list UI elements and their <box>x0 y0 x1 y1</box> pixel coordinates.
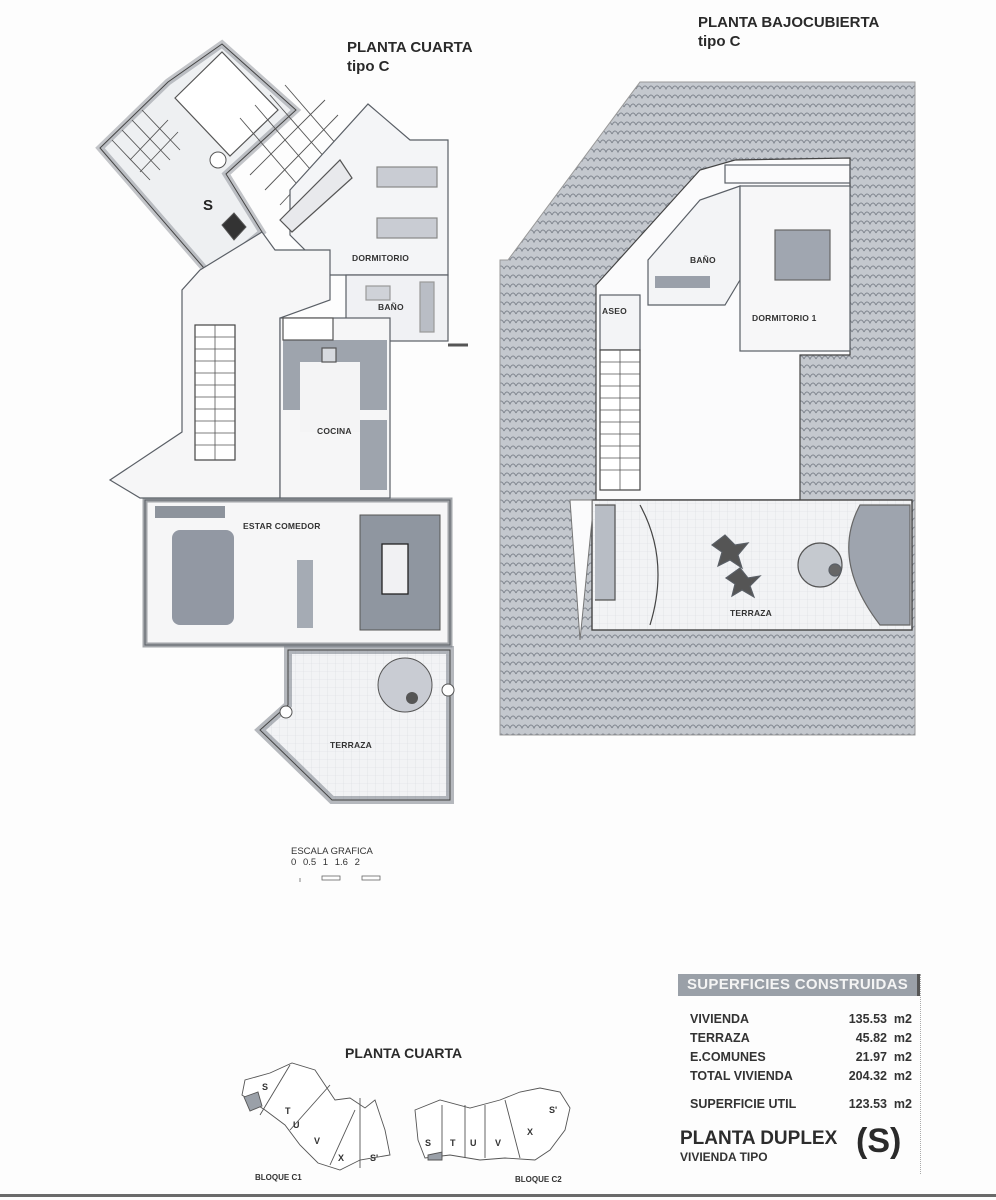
room-label-bano-upper: BAÑO <box>690 255 716 265</box>
row-value: 45.82 m2 <box>855 1031 912 1045</box>
room-label-bano: BAÑO <box>378 302 404 312</box>
room-label-dormitorio: DORMITORIO <box>352 253 410 263</box>
room-label-cocina: COCINA <box>317 426 352 436</box>
c2-unit-u: U <box>470 1138 477 1148</box>
c2-unit-v: V <box>495 1138 502 1148</box>
scale-ticks: 0 0.5 1 1.6 2 <box>291 857 373 868</box>
scale-tick: 0 <box>291 857 297 868</box>
row-value: 21.97 m2 <box>855 1050 912 1064</box>
c2-unit-x: X <box>527 1127 534 1137</box>
key-plan-title: PLANTA CUARTA <box>345 1045 463 1061</box>
scale-tick: 2 <box>354 857 360 868</box>
scale-tick: 0.5 <box>302 857 317 868</box>
util-value: 123.53 m2 <box>848 1097 912 1111</box>
left-plan-title-text: PLANTA CUARTA <box>347 39 473 56</box>
room-label-aseo: ASEO <box>602 306 627 316</box>
room-label-dormitorio-1: DORMITORIO 1 <box>752 313 817 323</box>
c2-unit-t: T <box>450 1138 456 1148</box>
scale-tick: 1.6 <box>334 857 348 868</box>
superficie-row: VIVIENDA 135.53 m2 <box>678 1010 920 1029</box>
row-label: TOTAL VIVIENDA <box>690 1069 793 1083</box>
c1-unit-v: V <box>314 1136 321 1146</box>
vivienda-tipo-label: VIVIENDA TIPO <box>680 1150 768 1164</box>
row-value: 135.53 m2 <box>848 1012 912 1026</box>
left-plan-subtitle: tipo C <box>347 58 390 75</box>
right-plan-title-text: PLANTA BAJOCUBIERTA <box>698 14 880 31</box>
row-label: VIVIENDA <box>690 1012 750 1026</box>
row-label: E.COMUNES <box>690 1050 766 1064</box>
type-letter-badge: (S) <box>856 1122 902 1160</box>
c1-unit-u: U <box>293 1120 300 1130</box>
c1-unit-x: X <box>338 1153 345 1163</box>
right-rooms <box>595 164 911 626</box>
block-c2-label: BLOQUE C2 <box>515 1175 562 1184</box>
c1-unit-t: T <box>285 1106 291 1116</box>
c1-unit-s-prime: S' <box>370 1153 379 1163</box>
graphic-scale: ESCALA GRAFICA 0 0.5 1 1.6 2 <box>291 846 373 868</box>
bottom-border-line <box>0 1194 996 1197</box>
c2-unit-s: S <box>425 1138 432 1148</box>
key-plan-c1 <box>241 1062 391 1171</box>
superficie-util-row: SUPERFICIE UTIL 123.53 m2 <box>678 1095 920 1114</box>
room-label-terraza-upper: TERRAZA <box>730 608 773 618</box>
c2-unit-s-prime: S' <box>549 1105 558 1115</box>
duplex-footer: PLANTA DUPLEX VIVIENDA TIPO (S) <box>678 1122 920 1188</box>
scale-title: ESCALA GRAFICA <box>291 846 373 857</box>
scale-tick: 1 <box>322 857 329 868</box>
scale-bar <box>299 875 381 882</box>
room-label-terraza: TERRAZA <box>330 740 373 750</box>
left-plan-title: PLANTA CUARTA tipo C <box>347 38 473 76</box>
util-label: SUPERFICIE UTIL <box>690 1097 797 1111</box>
left-estar-comedor <box>142 497 453 648</box>
row-label: TERRAZA <box>690 1031 750 1045</box>
superficie-row: TERRAZA 45.82 m2 <box>678 1029 920 1048</box>
unit-marker-s: S <box>203 197 213 214</box>
c1-unit-s: S <box>262 1082 269 1092</box>
left-terraza <box>254 646 455 804</box>
key-plan-c2 <box>414 1087 571 1161</box>
left-cocina <box>279 317 391 499</box>
superficie-row: TOTAL VIVIENDA 204.32 m2 <box>678 1067 920 1086</box>
block-c1-label: BLOQUE C1 <box>255 1173 302 1182</box>
superficies-panel: SUPERFICIES CONSTRUIDAS VIVIENDA 135.53 … <box>678 974 921 1174</box>
row-value: 204.32 m2 <box>848 1069 912 1083</box>
superficies-header: SUPERFICIES CONSTRUIDAS <box>678 974 920 996</box>
room-label-estar-comedor: ESTAR COMEDOR <box>243 521 321 531</box>
left-dormitorio <box>279 103 449 276</box>
planta-duplex-label: PLANTA DUPLEX <box>680 1128 838 1149</box>
right-plan-subtitle: tipo C <box>698 33 741 50</box>
right-roof <box>499 81 916 736</box>
right-plan-title: PLANTA BAJOCUBIERTA tipo C <box>698 13 879 51</box>
superficie-row: E.COMUNES 21.97 m2 <box>678 1048 920 1067</box>
